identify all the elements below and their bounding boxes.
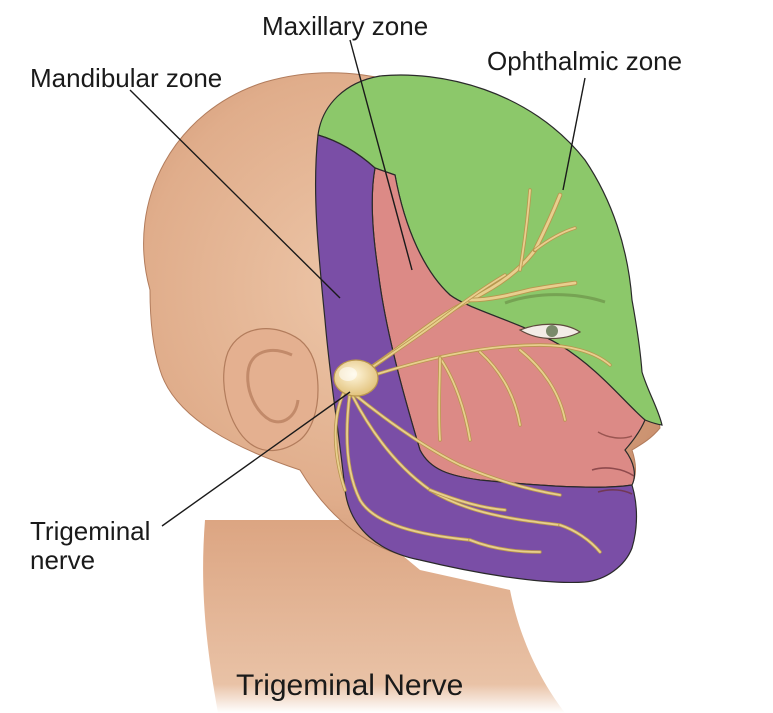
leader-ophthalmic xyxy=(562,77,586,191)
nerve-branch xyxy=(519,349,566,421)
ganglion-glow xyxy=(339,367,357,381)
nerve-branch xyxy=(334,389,346,491)
nerve-branch xyxy=(439,357,471,441)
leader-mandibular xyxy=(129,89,341,299)
lips xyxy=(591,467,635,495)
trigeminal-ganglion xyxy=(333,359,379,397)
nerve-branch xyxy=(346,391,471,541)
nerve-branch xyxy=(469,539,541,553)
nerve-branch xyxy=(533,193,562,252)
nerve-branch xyxy=(534,227,576,251)
nostril xyxy=(597,431,633,439)
trigeminal-nerve-label-line1: Trigeminal xyxy=(30,516,150,546)
leader-maxillary xyxy=(349,39,413,271)
nerve-branch xyxy=(364,274,506,373)
trigeminal-nerve-label-line2: nerve xyxy=(30,545,95,575)
ophthalmic-zone-label: Ophthalmic zone xyxy=(487,46,682,76)
nerve-branch xyxy=(479,351,521,426)
maxillary-zone-label: Maxillary zone xyxy=(262,11,428,41)
ear-inner xyxy=(246,349,300,424)
nerve-branch xyxy=(429,489,506,511)
iris xyxy=(546,325,558,337)
nerve-branch xyxy=(519,189,531,271)
neck xyxy=(203,520,565,713)
nerve-branch xyxy=(364,344,611,379)
ear xyxy=(223,328,319,452)
nerve-branch xyxy=(354,394,561,496)
nerve-branch xyxy=(559,524,601,553)
nerve-branch xyxy=(468,281,577,302)
leader-trigeminal xyxy=(161,391,351,527)
eyebrow xyxy=(504,293,606,305)
nerve-branch xyxy=(438,357,441,441)
figure-title: Trigeminal Nerve xyxy=(236,669,463,702)
nerve-branches xyxy=(333,188,612,554)
mandibular-zone-label: Mandibular zone xyxy=(30,63,222,93)
